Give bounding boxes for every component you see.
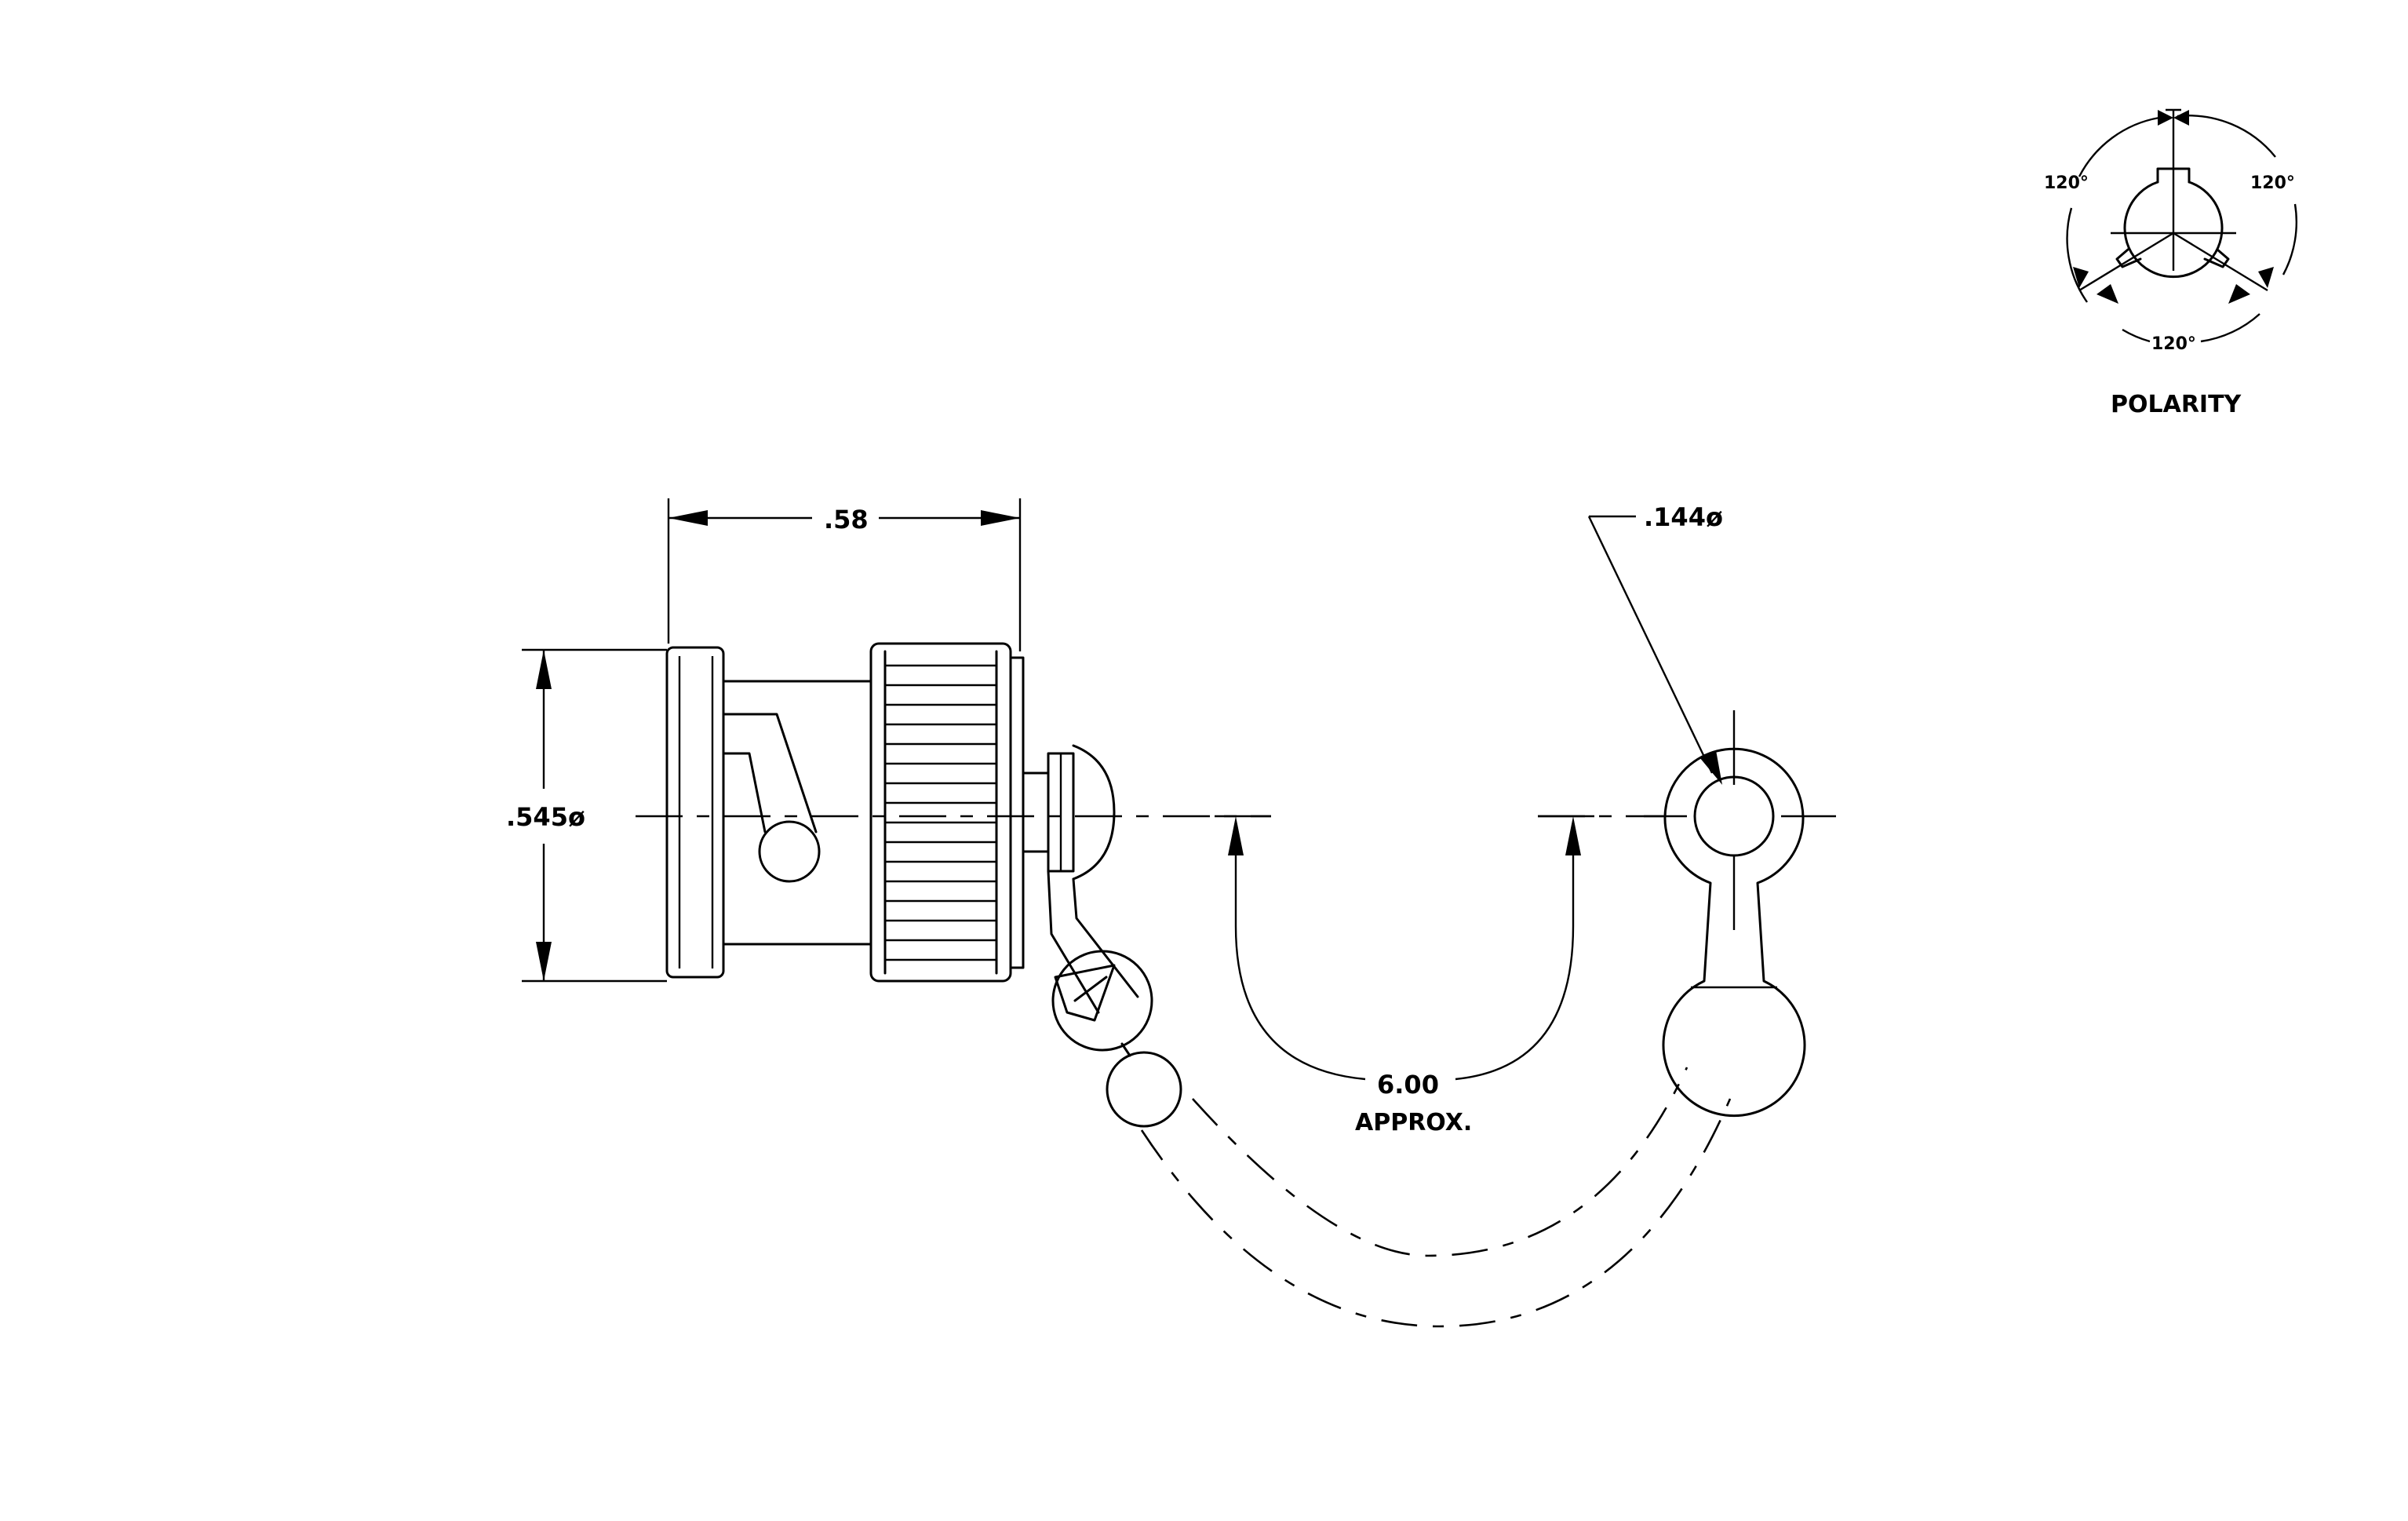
dimension-chain-label: 6.00 [1377, 1070, 1439, 1100]
polarity-angle-left: 120° [2044, 173, 2089, 193]
dust-cap [1047, 744, 1182, 1128]
chain [1140, 1067, 1732, 1328]
dimension-diameter: .545ø [506, 648, 667, 983]
polarity-angle-right: 120° [2250, 173, 2295, 193]
polarity-diagram: 120° 120° 120° POLARITY [2044, 108, 2297, 418]
polarity-label: POLARITY [2111, 391, 2242, 418]
dimension-length-label: .58 [824, 505, 869, 534]
dimension-hole-label: .144ø [1644, 502, 1723, 532]
dimension-diameter-label: .545ø [506, 802, 585, 832]
polarity-angle-bottom: 120° [2151, 334, 2196, 354]
dimension-length: .58 [667, 498, 1022, 651]
ring-terminal [1644, 710, 1836, 1118]
dimension-chain-note: APPROX. [1355, 1109, 1472, 1136]
dimension-chain: 6.00 APPROX. [1215, 815, 1594, 1136]
dimension-hole: .144ø [1587, 502, 1723, 785]
connector-body [665, 642, 1050, 983]
